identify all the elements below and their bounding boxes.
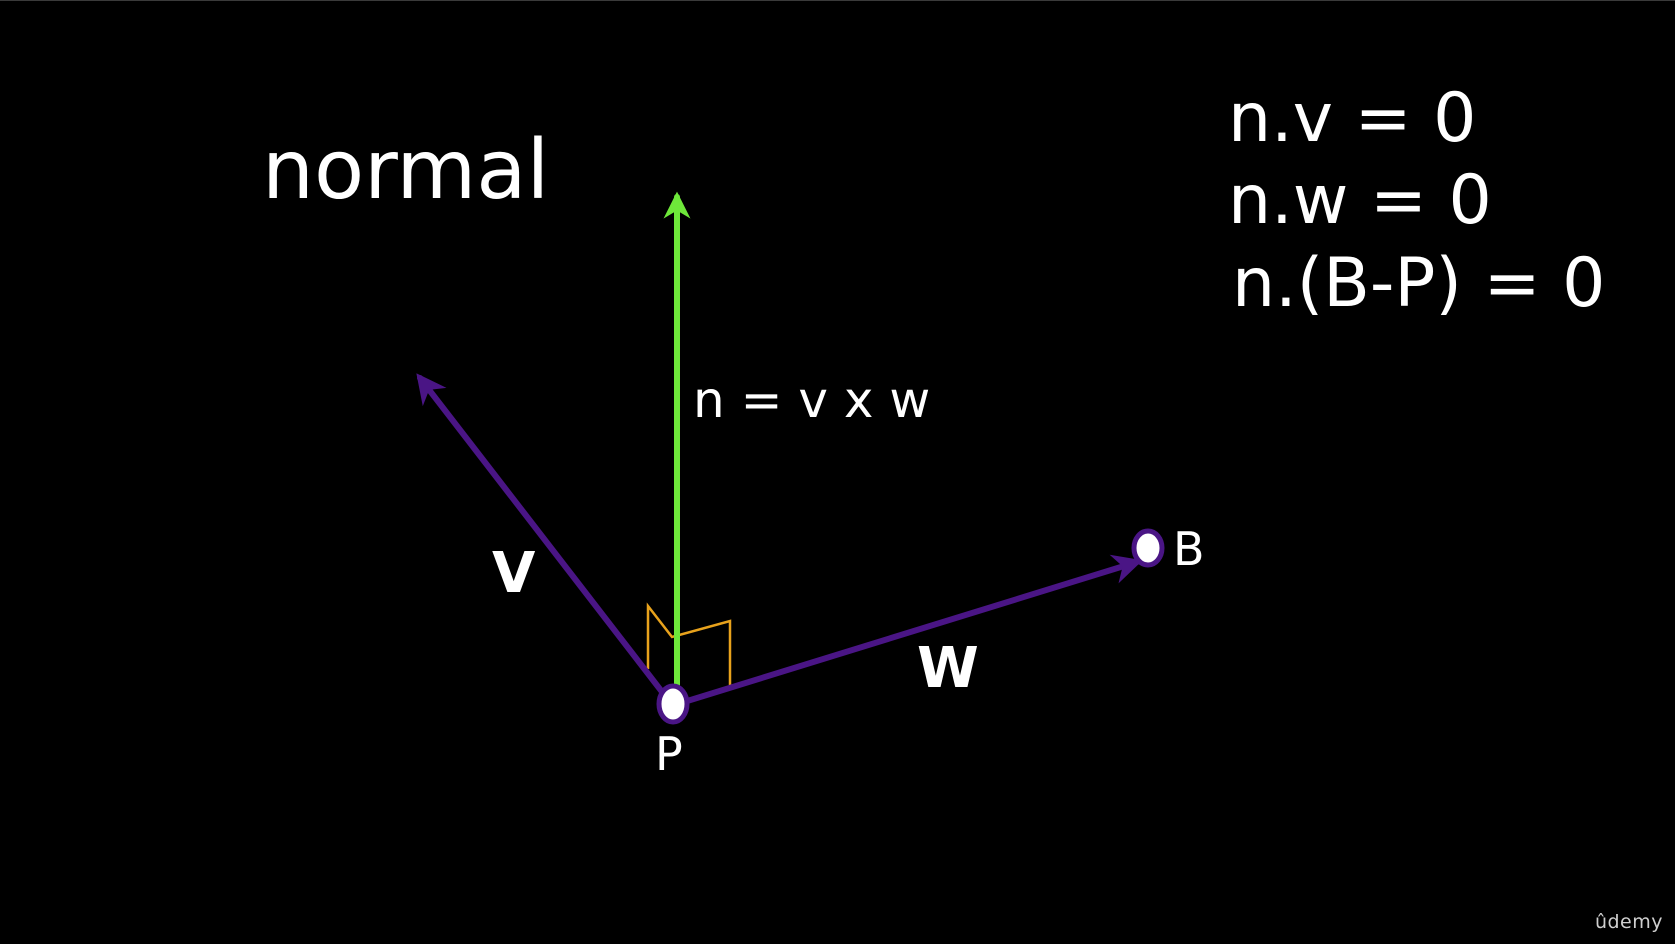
equation-n-dot-v: n.v = 0 (1228, 79, 1476, 158)
point-b-marker (1131, 528, 1165, 568)
vector-w-label: W (917, 636, 979, 701)
vector-v-label: V (492, 541, 536, 606)
vector-v-arrow (416, 373, 669, 700)
right-angle-marker (646, 602, 732, 685)
diagram-title: normal (262, 123, 549, 218)
normal-formula-label: n = v x w (693, 371, 930, 429)
vector-w-arrow (681, 554, 1143, 705)
equation-n-dot-b-minus-p: n.(B-P) = 0 (1232, 244, 1605, 323)
equation-n-dot-w: n.w = 0 (1228, 161, 1492, 240)
point-p-marker (656, 683, 690, 725)
point-p-label: P (655, 727, 683, 781)
udemy-logo: ûdemy (1594, 911, 1663, 933)
point-b-label: B (1173, 522, 1205, 576)
